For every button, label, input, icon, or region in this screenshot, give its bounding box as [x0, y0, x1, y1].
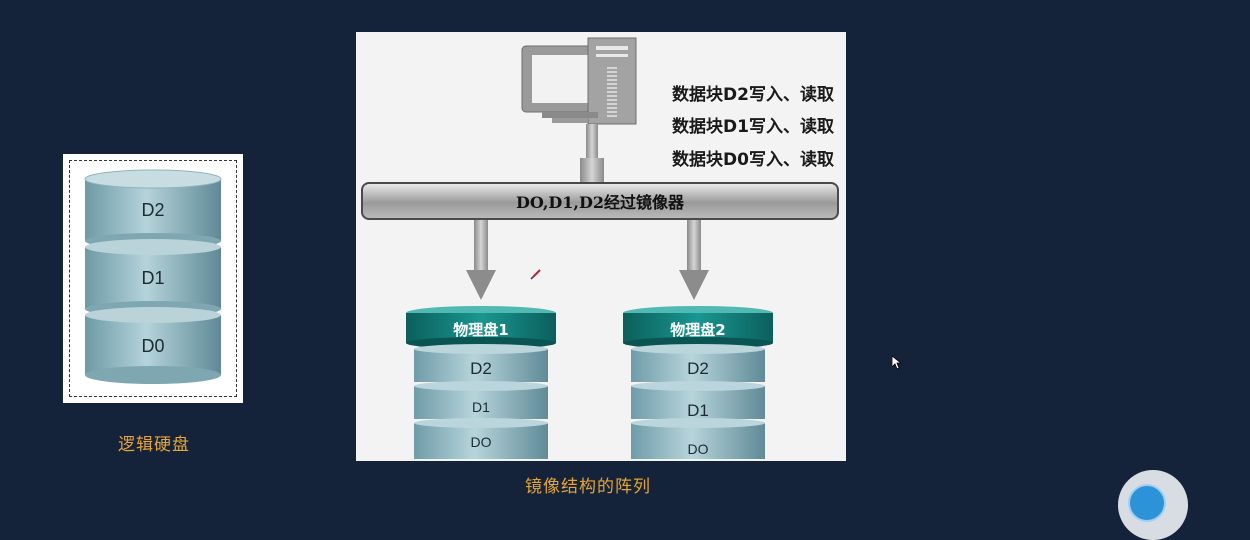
- block-line-d0: 数据块D0写入、读取: [672, 150, 834, 170]
- logical-disk-caption: 逻辑硬盘: [118, 435, 190, 455]
- physical-disk-segment-label: D2: [470, 359, 492, 378]
- recording-badge-icon: [1128, 484, 1166, 522]
- physical-disk-segment: D1: [414, 381, 548, 419]
- physical-disk-segment: D1: [631, 381, 765, 420]
- logical-disk-frame: [69, 160, 237, 397]
- physical-disk-segment-label: D2: [687, 359, 709, 378]
- presenter-avatar[interactable]: [1118, 470, 1188, 540]
- physical-disk-1-title: 物理盘1: [453, 321, 509, 339]
- logical-segment-d1: D1: [85, 239, 221, 317]
- physical-disk-segment: D2: [631, 344, 765, 382]
- logical-segment-label: D0: [141, 336, 164, 356]
- physical-disk-2: D2 D1 DO: [623, 306, 773, 459]
- physical-disk-segment-label: D1: [472, 399, 490, 415]
- mouse-cursor-icon: [892, 356, 902, 370]
- physical-disk-1: D2 D1 DO: [406, 306, 556, 459]
- mirror-diagram-graphics: D2 D1 DO D2: [406, 37, 773, 459]
- physical-disk-segment-label: DO: [471, 434, 492, 450]
- logical-disk-cylinder: D2 D1 D0: [84, 169, 222, 384]
- connector-pipe: [580, 158, 604, 182]
- logical-segment-d2: D2: [84, 169, 222, 249]
- connector-pipe: [586, 124, 598, 168]
- mirror-diagram: D2 D1 DO D2: [356, 32, 846, 461]
- physical-disk-segment-label: DO: [688, 441, 709, 457]
- physical-disk-2-title: 物理盘2: [670, 321, 726, 339]
- physical-disk-segment: DO: [414, 418, 548, 459]
- logical-disk-panel: D2 D1 D0: [63, 154, 243, 403]
- down-arrow-icon: [679, 220, 709, 300]
- physical-disk-segment-label: D1: [687, 401, 709, 420]
- physical-disk-segment: D2: [414, 344, 548, 382]
- down-arrow-icon: [466, 220, 496, 300]
- pen-cursor-icon: [530, 269, 541, 280]
- mirror-bar-label: DO,D1,D2经过镜像器: [515, 193, 685, 212]
- logical-segment-label: D2: [141, 200, 164, 220]
- logical-segment-label: D1: [141, 268, 164, 288]
- logical-segment-d0: D0: [85, 307, 221, 384]
- physical-disk-segment: DO: [631, 418, 765, 459]
- mirror-diagram-caption: 镜像结构的阵列: [525, 477, 651, 497]
- computer-icon: [521, 37, 637, 125]
- block-line-d1: 数据块D1写入、读取: [672, 117, 834, 137]
- block-line-d2: 数据块D2写入、读取: [672, 85, 834, 105]
- mirror-bar: DO,D1,D2经过镜像器: [361, 182, 839, 220]
